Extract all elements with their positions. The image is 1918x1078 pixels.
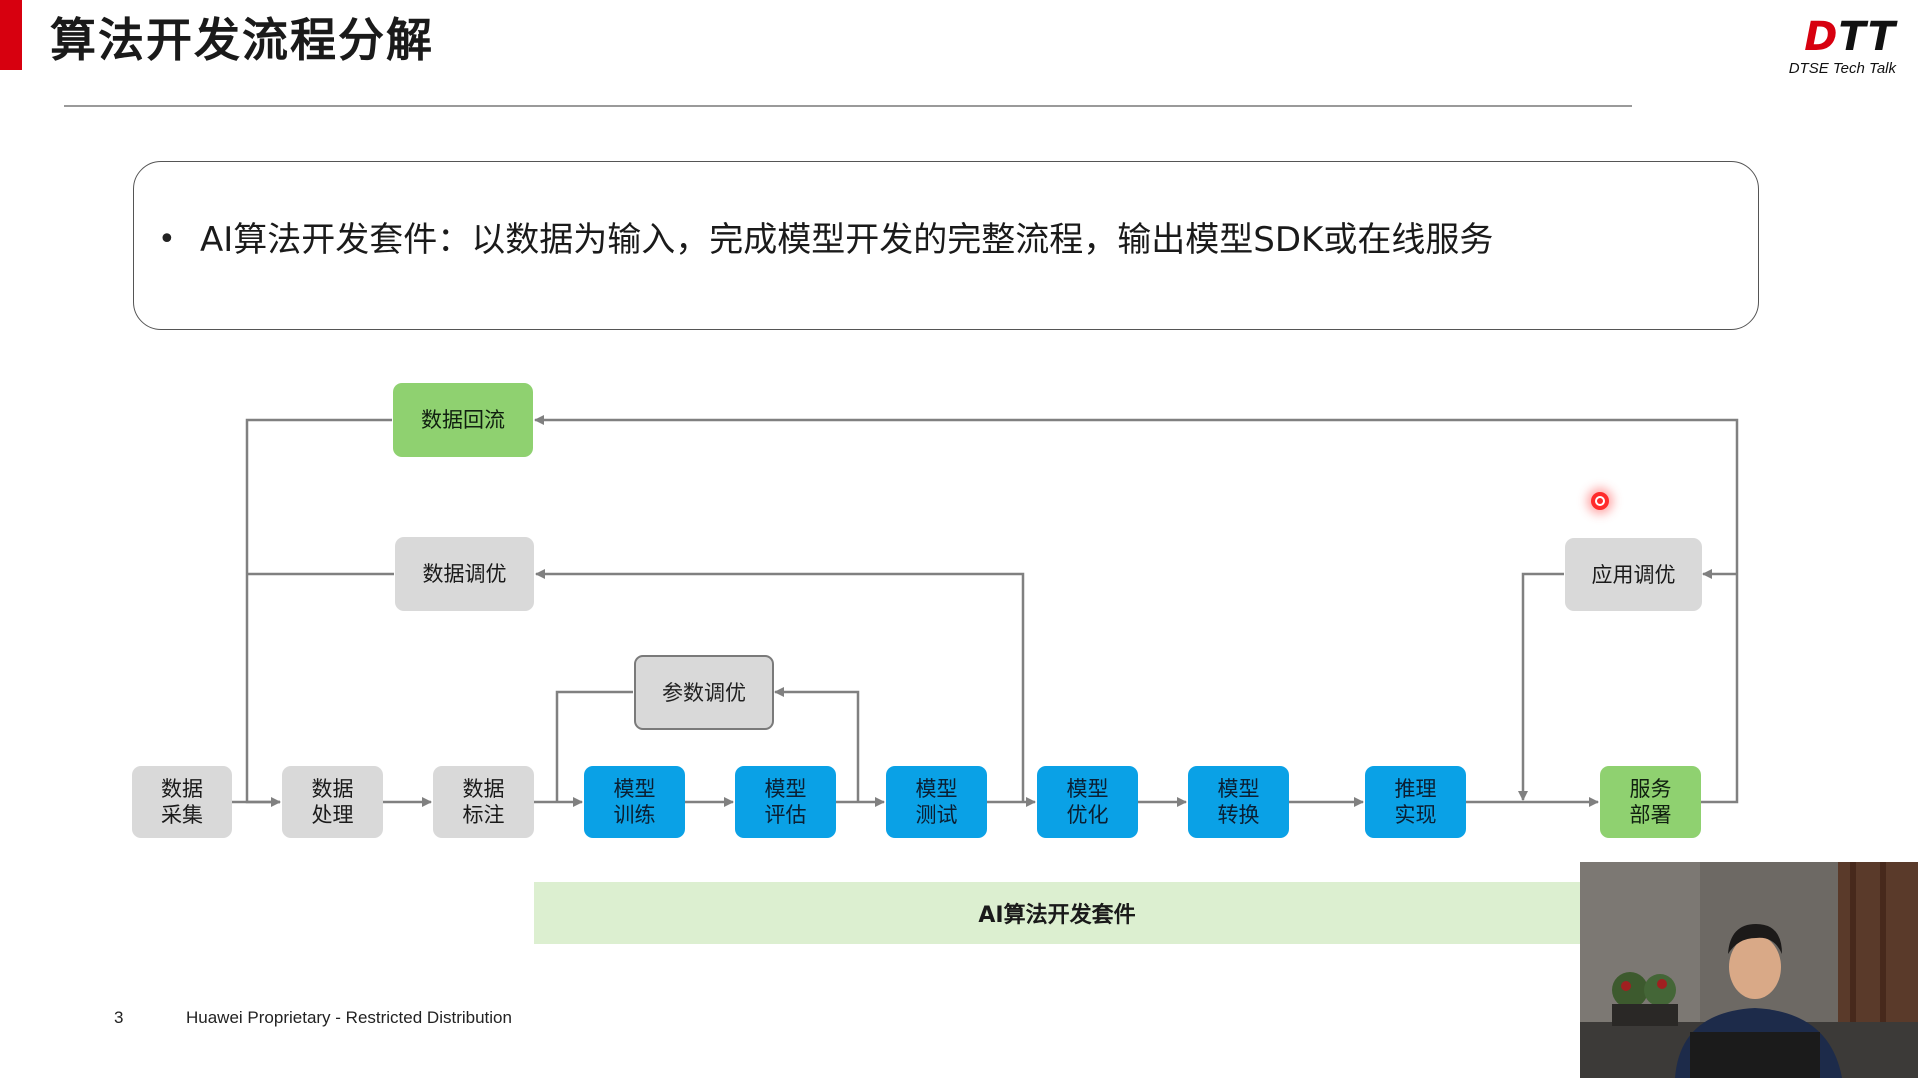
arrow-deploy-reflow [534, 415, 1739, 804]
intro-bullet: • [158, 222, 176, 257]
node-data-labeling: 数据 标注 [433, 766, 534, 838]
node-label: 数据 处理 [311, 777, 354, 827]
node-label: 推理 实现 [1394, 777, 1437, 827]
node-data-processing: 数据 处理 [282, 766, 383, 838]
dtt-logo: DTT DTSE Tech Talk [1776, 14, 1896, 84]
intro-text: AI算法开发套件：以数据为输入，完成模型开发的完整流程，输出模型SDK或在线服务 [200, 220, 1494, 260]
arrow-eval-paramtune [774, 687, 860, 802]
node-label: 数据调优 [422, 562, 507, 586]
footer-text: Huawei Proprietary - Restricted Distribu… [186, 1008, 512, 1027]
node-service-deployment: 服务 部署 [1600, 766, 1701, 838]
title-accent-bar [0, 0, 22, 70]
presenter-webcam [1580, 862, 1918, 1078]
title-divider [64, 105, 1632, 107]
node-model-evaluation: 模型 评估 [735, 766, 836, 838]
node-label: 服务 部署 [1629, 777, 1672, 827]
node-label: 模型 转换 [1217, 777, 1260, 827]
arrow-apptune-deploy [1518, 572, 1564, 801]
presenter-video-frame [1580, 862, 1918, 1078]
node-model-training: 模型 训练 [584, 766, 685, 838]
node-label: 模型 优化 [1066, 777, 1109, 827]
intro-box: • AI算法开发套件：以数据为输入，完成模型开发的完整流程，输出模型SDK或在线… [133, 161, 1759, 330]
arrow-paramtune-train [555, 690, 633, 802]
slide-title: 算法开发流程分解 [50, 13, 434, 67]
laser-pointer [1591, 492, 1609, 510]
node-label: 模型 评估 [764, 777, 807, 827]
node-application-tuning: 应用调优 [1565, 538, 1702, 611]
arrow-reflow-pipeline [245, 418, 392, 804]
node-label: 参数调优 [662, 680, 746, 705]
logo-mark: DTT [1804, 14, 1896, 60]
page-number: 3 [114, 1008, 124, 1027]
node-inference-implementation: 推理 实现 [1365, 766, 1466, 838]
arrow-test-datatune [535, 569, 1025, 802]
node-label: 数据回流 [421, 408, 505, 432]
ai-suite-band: AI算法开发套件 [534, 882, 1580, 944]
node-data-reflow: 数据回流 [393, 383, 533, 457]
logo-subtitle: DTSE Tech Talk [1788, 60, 1896, 77]
ai-suite-label: AI算法开发套件 [978, 903, 1136, 928]
node-label: 模型 训练 [613, 777, 656, 827]
node-model-conversion: 模型 转换 [1188, 766, 1289, 838]
node-label: 数据 采集 [161, 777, 203, 827]
node-parameter-tuning: 参数调优 [634, 655, 774, 730]
node-data-collection: 数据 采集 [132, 766, 232, 838]
node-label: 模型 测试 [915, 777, 958, 827]
node-data-tuning: 数据调优 [395, 537, 534, 611]
node-label: 数据 标注 [462, 777, 505, 827]
node-model-optimization: 模型 优化 [1037, 766, 1138, 838]
node-model-testing: 模型 测试 [886, 766, 987, 838]
node-label: 应用调优 [1591, 562, 1676, 587]
